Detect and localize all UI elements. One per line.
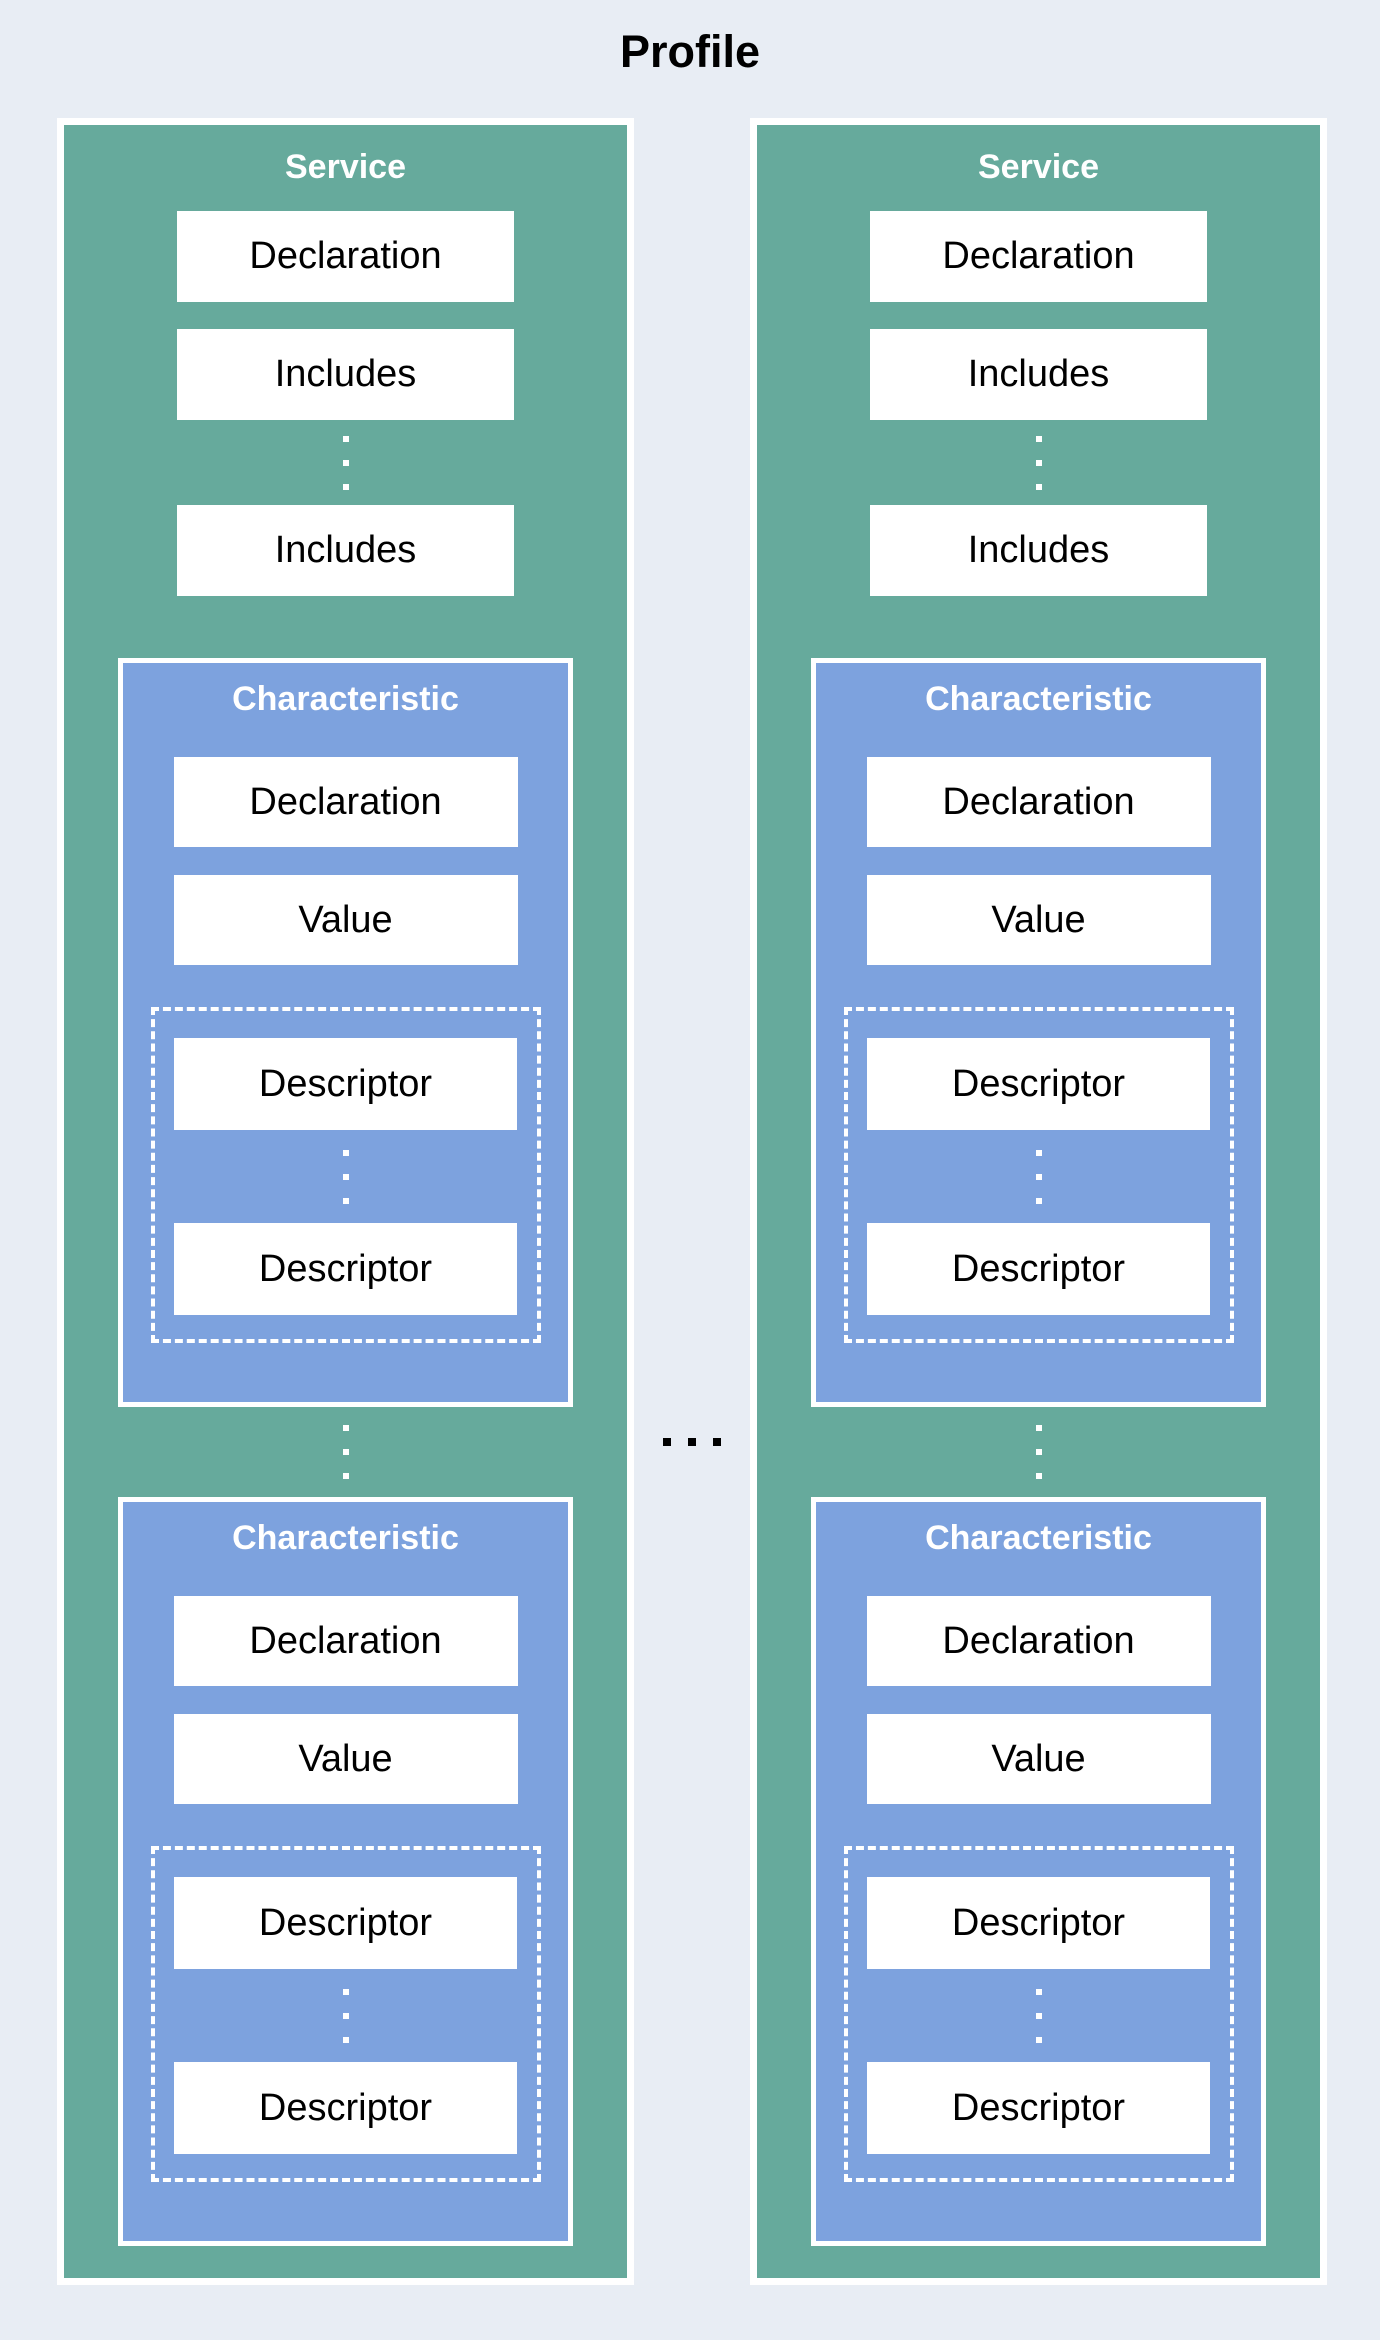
ellipsis-dot bbox=[342, 1173, 349, 1180]
service-header: Service bbox=[978, 148, 1099, 186]
page-title: Profile bbox=[619, 26, 761, 77]
characteristic-block: Characteristic Declaration Value Descrip… bbox=[118, 658, 573, 1407]
descriptor-group: Descriptor Descriptor bbox=[843, 1007, 1234, 1343]
vertical-ellipsis-icon bbox=[1035, 420, 1042, 505]
includes-box: Includes bbox=[177, 505, 514, 596]
ellipsis-dot bbox=[688, 1438, 696, 1446]
ellipsis-dot bbox=[342, 483, 349, 490]
horizontal-ellipsis-icon bbox=[634, 1425, 750, 1459]
includes-box: Includes bbox=[870, 329, 1207, 420]
includes-box: Includes bbox=[177, 329, 514, 420]
vertical-ellipsis-icon bbox=[1035, 1130, 1042, 1223]
declaration-box: Declaration bbox=[173, 757, 518, 847]
descriptor-group: Descriptor Descriptor bbox=[843, 1846, 1234, 2182]
ellipsis-dot bbox=[1035, 1197, 1042, 1204]
service-block: Service Declaration Includes Includes Ch… bbox=[57, 118, 634, 2285]
characteristic-header: Characteristic bbox=[232, 680, 459, 718]
characteristic-block: Characteristic Declaration Value Descrip… bbox=[811, 658, 1266, 1407]
ellipsis-dot bbox=[1035, 2036, 1042, 2043]
ellipsis-dot bbox=[342, 2036, 349, 2043]
ellipsis-dot bbox=[1035, 2012, 1042, 2019]
ellipsis-dot bbox=[1035, 1449, 1042, 1455]
ellipsis-dot bbox=[1035, 459, 1042, 466]
ellipsis-dot bbox=[342, 1197, 349, 1204]
ellipsis-dot bbox=[342, 435, 349, 442]
characteristic-block: Characteristic Declaration Value Descrip… bbox=[811, 1497, 1266, 2246]
includes-box: Includes bbox=[870, 505, 1207, 596]
service-header: Service bbox=[285, 148, 406, 186]
value-box: Value bbox=[173, 875, 518, 965]
descriptor-box: Descriptor bbox=[867, 1877, 1210, 1969]
ellipsis-dot bbox=[342, 1988, 349, 1995]
value-box: Value bbox=[866, 1714, 1211, 1804]
ellipsis-dot bbox=[1035, 483, 1042, 490]
vertical-ellipsis-icon bbox=[342, 1130, 349, 1223]
value-box: Value bbox=[173, 1714, 518, 1804]
declaration-box: Declaration bbox=[177, 211, 514, 302]
declaration-box: Declaration bbox=[866, 757, 1211, 847]
ellipsis-dot bbox=[1035, 435, 1042, 442]
descriptor-box: Descriptor bbox=[867, 2062, 1210, 2154]
descriptor-box: Descriptor bbox=[174, 2062, 517, 2154]
ellipsis-dot bbox=[1035, 1988, 1042, 1995]
service-block: Service Declaration Includes Includes Ch… bbox=[750, 118, 1327, 2285]
value-box: Value bbox=[866, 875, 1211, 965]
characteristic-header: Characteristic bbox=[925, 680, 1152, 718]
ellipsis-dot bbox=[1035, 1473, 1042, 1479]
ellipsis-dot bbox=[1035, 1173, 1042, 1180]
descriptor-group: Descriptor Descriptor bbox=[150, 1846, 541, 2182]
descriptor-box: Descriptor bbox=[174, 1038, 517, 1130]
ellipsis-dot bbox=[713, 1438, 721, 1446]
vertical-ellipsis-icon bbox=[342, 420, 349, 505]
descriptor-box: Descriptor bbox=[174, 1877, 517, 1969]
ellipsis-dot bbox=[663, 1438, 671, 1446]
vertical-ellipsis-icon bbox=[1035, 1969, 1042, 2062]
ellipsis-dot bbox=[342, 1425, 349, 1431]
ellipsis-dot bbox=[342, 1449, 349, 1455]
descriptor-group: Descriptor Descriptor bbox=[150, 1007, 541, 1343]
declaration-box: Declaration bbox=[173, 1596, 518, 1686]
ellipsis-dot bbox=[342, 459, 349, 466]
characteristic-header: Characteristic bbox=[925, 1519, 1152, 1557]
ellipsis-dot bbox=[342, 1149, 349, 1156]
characteristic-header: Characteristic bbox=[232, 1519, 459, 1557]
vertical-ellipsis-icon bbox=[342, 1969, 349, 2062]
ellipsis-dot bbox=[1035, 1149, 1042, 1156]
ellipsis-dot bbox=[342, 2012, 349, 2019]
declaration-box: Declaration bbox=[866, 1596, 1211, 1686]
ellipsis-dot bbox=[342, 1473, 349, 1479]
characteristic-block: Characteristic Declaration Value Descrip… bbox=[118, 1497, 573, 2246]
descriptor-box: Descriptor bbox=[867, 1223, 1210, 1315]
vertical-ellipsis-icon bbox=[1035, 1407, 1042, 1497]
declaration-box: Declaration bbox=[870, 211, 1207, 302]
descriptor-box: Descriptor bbox=[174, 1223, 517, 1315]
vertical-ellipsis-icon bbox=[342, 1407, 349, 1497]
descriptor-box: Descriptor bbox=[867, 1038, 1210, 1130]
ellipsis-dot bbox=[1035, 1425, 1042, 1431]
